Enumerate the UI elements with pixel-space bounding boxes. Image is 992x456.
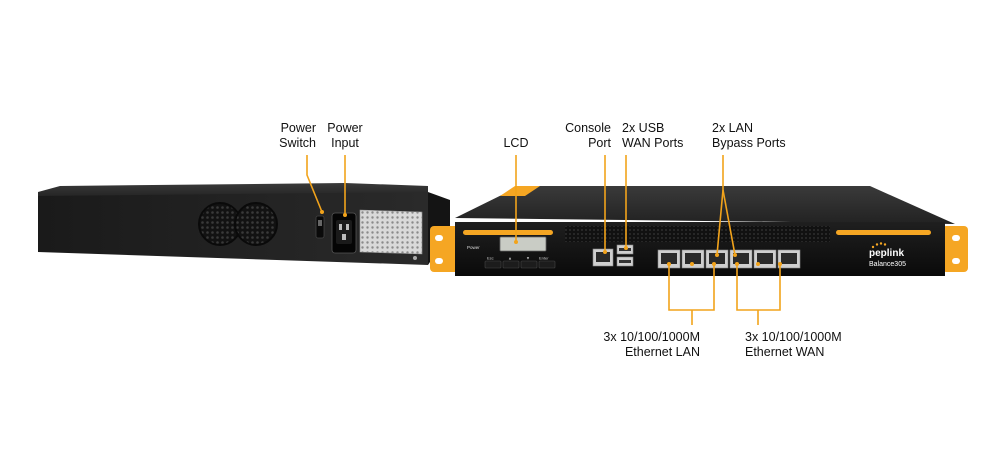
leader-dot	[690, 262, 694, 266]
label-ethernet-wan-line-2: Ethernet WAN	[745, 345, 825, 359]
down-button-label: ▼	[526, 256, 530, 261]
label-power-switch-line-2: Switch	[279, 136, 316, 150]
leader-power-switch	[306, 155, 323, 213]
ethernet-ports[interactable]	[657, 249, 801, 269]
leader-dot	[603, 250, 607, 254]
label-lan-bypass-line-1: 2x LAN	[712, 121, 753, 135]
label-lcd-line-1: LCD	[503, 136, 529, 150]
power-switch[interactable]	[315, 215, 325, 239]
label-console-port: Console Port	[555, 121, 611, 151]
label-usb-wan-line-1: 2x USB	[622, 121, 665, 135]
leader-dot	[667, 262, 671, 266]
accent-bar-left	[463, 230, 553, 235]
label-power-switch: Power Switch	[262, 121, 316, 151]
front-vent	[565, 226, 830, 242]
panel-power-label: Power	[467, 245, 480, 250]
leader-dot	[712, 262, 716, 266]
leader-lan-bypass-2	[722, 189, 736, 256]
ethernet-port-wan-1	[729, 249, 753, 269]
label-ethernet-lan: 3x 10/100/1000M Ethernet LAN	[598, 330, 700, 360]
label-power-switch-line-1: Power	[280, 121, 316, 135]
leader-dot	[778, 262, 782, 266]
leader-dot	[756, 262, 760, 266]
up-button[interactable]	[502, 260, 520, 269]
label-lcd: LCD	[496, 136, 536, 151]
esc-button-label: Esc	[487, 256, 494, 261]
front-view: Power Esc ▲ ▼ Enter	[430, 186, 968, 276]
label-lan-bypass-ports: 2x LAN Bypass Ports	[712, 121, 792, 151]
up-button-label: ▲	[508, 256, 512, 261]
lcd-buttons: Esc ▲ ▼ Enter	[484, 256, 556, 269]
enter-button-label: Enter	[539, 256, 549, 261]
leader-dot	[733, 253, 737, 257]
leader-dot	[715, 253, 719, 257]
leader-lines	[306, 155, 781, 325]
ethernet-port-lan-2	[681, 249, 705, 269]
label-ethernet-lan-line-1: 3x 10/100/1000M	[603, 330, 700, 344]
console-port[interactable]	[592, 248, 614, 267]
model-name: Balance305	[869, 261, 906, 268]
fan-right	[234, 202, 278, 246]
ethernet-port-lan-1	[657, 249, 681, 269]
brand-name: peplink	[869, 248, 904, 259]
rear-screw	[413, 256, 417, 260]
label-ethernet-wan-line-1: 3x 10/100/1000M	[745, 330, 842, 344]
leader-dot	[735, 262, 739, 266]
leader-dot	[320, 210, 324, 214]
label-power-input-line-1: Power	[327, 121, 363, 135]
label-ethernet-wan: 3x 10/100/1000M Ethernet WAN	[745, 330, 847, 360]
label-power-input: Power Input	[318, 121, 372, 151]
right-rack-ear	[942, 226, 968, 272]
leader-dot	[343, 213, 347, 217]
label-usb-wan-line-2: WAN Ports	[622, 136, 684, 150]
ethernet-port-wan-3	[777, 249, 801, 269]
down-button[interactable]	[520, 260, 538, 269]
leader-dot	[624, 246, 628, 250]
label-usb-wan-ports: 2x USB WAN Ports	[622, 121, 692, 151]
enter-button[interactable]	[538, 260, 556, 269]
psu-vent	[359, 209, 423, 255]
lcd-screen	[499, 236, 547, 252]
leader-dot	[514, 240, 518, 244]
label-console-port-line-2: Port	[588, 136, 611, 150]
label-console-port-line-1: Console	[565, 121, 611, 135]
top-accent	[500, 186, 540, 196]
power-input-socket[interactable]	[331, 212, 357, 254]
accent-bar-right	[836, 230, 931, 235]
esc-button[interactable]	[484, 260, 502, 269]
label-lan-bypass-line-2: Bypass Ports	[712, 136, 786, 150]
label-power-input-line-2: Input	[331, 136, 359, 150]
power-switch-rocker	[318, 220, 322, 226]
rear-view	[38, 183, 450, 265]
peplink-logo: peplink Balance305	[869, 242, 906, 268]
left-rack-ear	[430, 226, 460, 272]
label-ethernet-lan-line-2: Ethernet LAN	[624, 345, 700, 359]
leader-dots	[320, 210, 782, 266]
front-top-surface	[455, 186, 955, 224]
